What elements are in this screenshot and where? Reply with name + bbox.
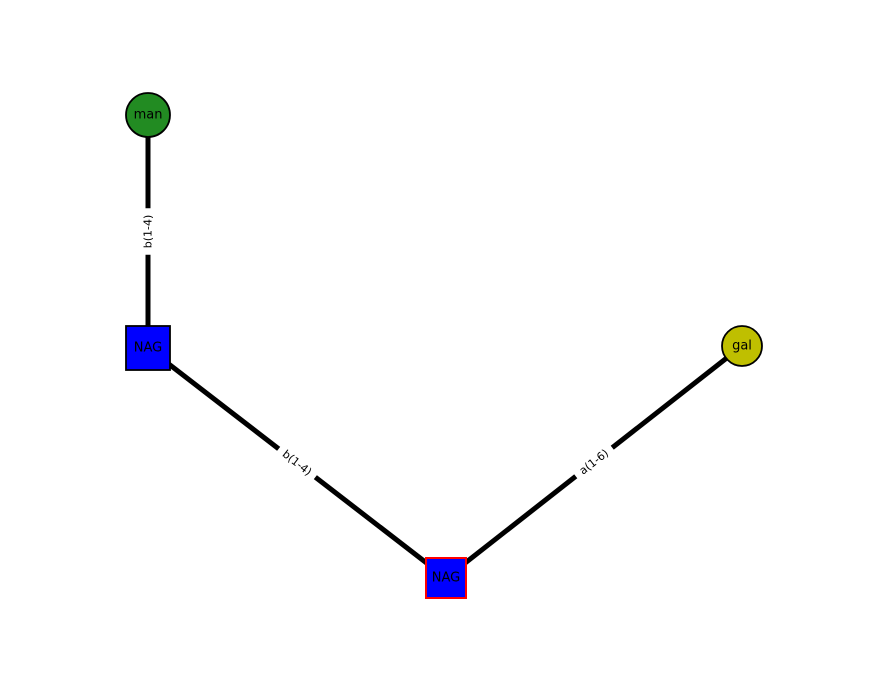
edge-label-bg <box>572 443 616 481</box>
node-label-gal: gal <box>732 339 752 354</box>
node-label-nag-lower: NAG <box>432 571 460 586</box>
node-label-nag-upper: NAG <box>134 341 162 356</box>
edge-label-group-nag-upper-nag-lower: b(1-4) <box>275 444 319 482</box>
edge-label-group-man-nag-upper: b(1-4) <box>139 208 157 255</box>
edge-label-bg <box>275 444 319 482</box>
node-man-circle <box>125 92 171 138</box>
edge-label-group-nag-lower-gal: a(1-6) <box>572 443 616 481</box>
node-gal-circle <box>721 325 763 367</box>
edge-label-man-nag-upper: b(1-4) <box>142 215 155 249</box>
node-nag-upper-square <box>125 325 171 371</box>
node-nag-lower-square <box>425 557 467 599</box>
node-label-man: man <box>134 108 163 123</box>
edge-label-bg <box>139 208 157 255</box>
